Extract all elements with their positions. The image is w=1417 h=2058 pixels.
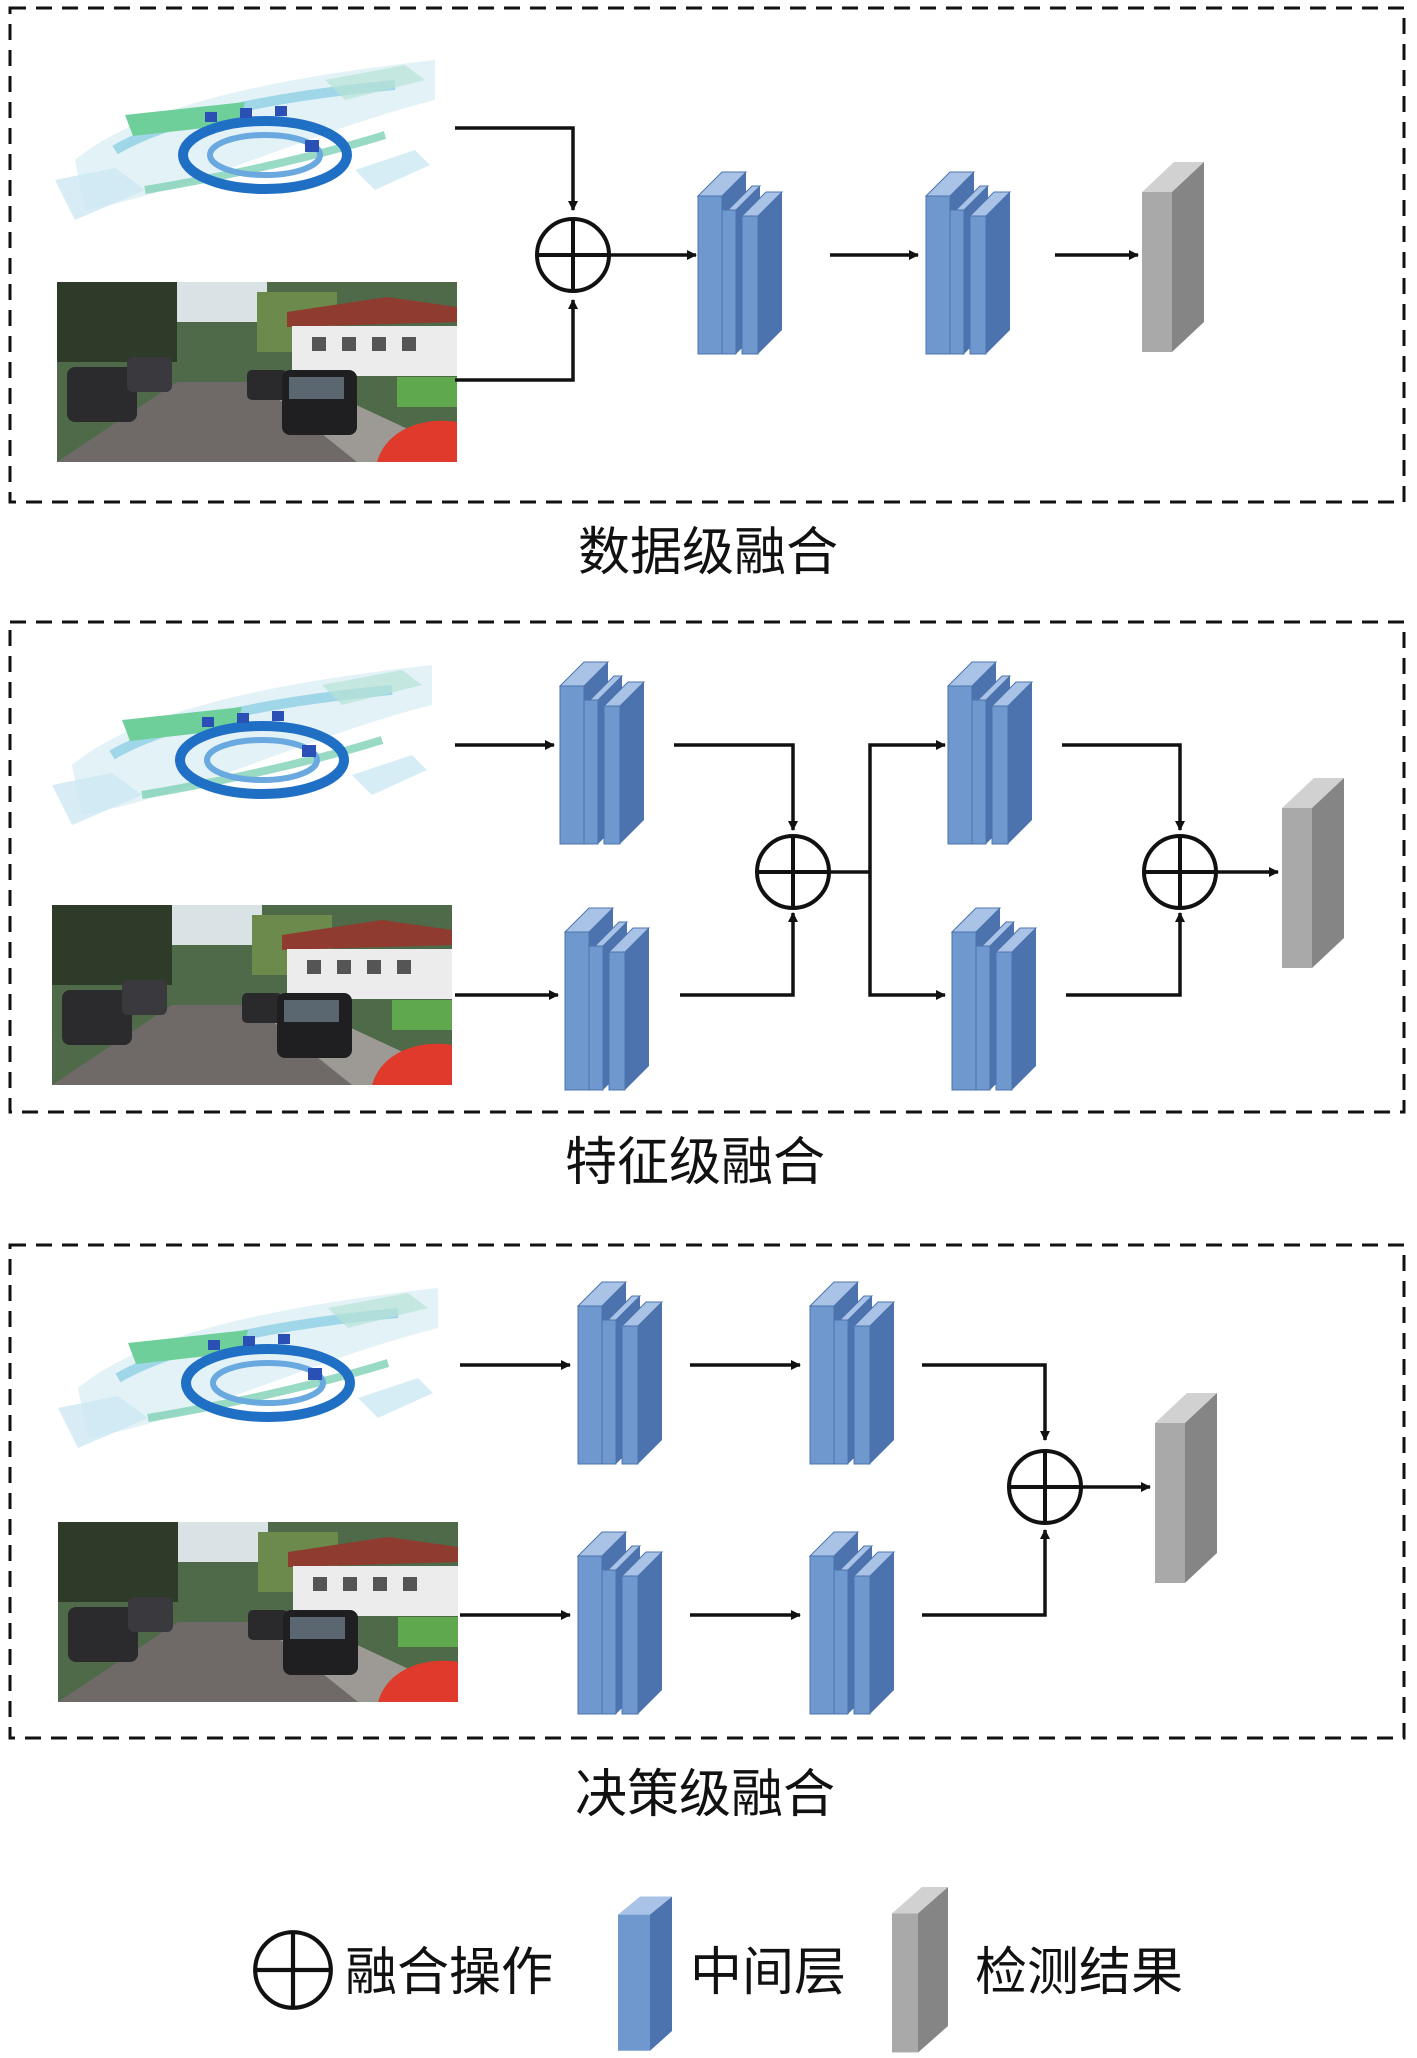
connector-arrow [455, 299, 578, 382]
layer-block [809, 1281, 895, 1465]
legend-fusion-icon [255, 1932, 331, 2008]
legend-layer-icon [618, 1896, 672, 2051]
layer-block [697, 171, 783, 355]
layer-block [951, 907, 1037, 1091]
caption-data-level: 数据级融合 [578, 523, 838, 583]
connector-arrow [868, 740, 946, 872]
layer-block [809, 1531, 895, 1715]
caption-decision-level: 决策级融合 [575, 1765, 835, 1825]
legend-result-label: 检测结果 [975, 1943, 1183, 2003]
panel-feature-level: 特征级融合 [8, 620, 1406, 1193]
connector-arrow [868, 872, 946, 1000]
fusion-icon [1142, 834, 1218, 910]
camera-input [52, 905, 452, 1085]
result-block [1142, 162, 1204, 352]
lidar-input [55, 40, 455, 230]
caption-feature-level: 特征级融合 [565, 1133, 825, 1193]
layer-block [564, 907, 650, 1091]
panel-border [8, 6, 1406, 504]
layer-block [559, 661, 645, 845]
connector-arrow [674, 743, 798, 831]
legend: 融合操作 中间层 检测结果 [255, 1887, 1183, 2053]
panel-decision-level: 决策级融合 [8, 1243, 1406, 1825]
connector-arrow [1066, 912, 1185, 997]
connector-arrow [455, 126, 578, 211]
legend-layer-label: 中间层 [690, 1943, 846, 2003]
connector-arrow [922, 1363, 1050, 1441]
layer-block [947, 661, 1033, 845]
fusion-icon [535, 217, 611, 293]
connector-arrow [1062, 743, 1185, 831]
panel-border [8, 620, 1406, 1114]
connector-arrow [922, 1529, 1050, 1617]
legend-result-icon [892, 1887, 948, 2053]
camera-input [57, 282, 457, 462]
result-block [1155, 1393, 1217, 1583]
lidar-input [58, 1268, 458, 1458]
legend-fusion-label: 融合操作 [345, 1943, 553, 2003]
layer-block [577, 1531, 663, 1715]
fusion-icon [755, 834, 831, 910]
fusion-icon [1007, 1449, 1083, 1525]
layer-block [577, 1281, 663, 1465]
result-block [1282, 778, 1344, 968]
panel-data-level: 数据级融合 [8, 6, 1406, 583]
lidar-input [52, 645, 452, 835]
connector-arrow [680, 912, 798, 997]
panel-border [8, 1243, 1406, 1740]
layer-block [925, 171, 1011, 355]
camera-input [58, 1522, 458, 1702]
